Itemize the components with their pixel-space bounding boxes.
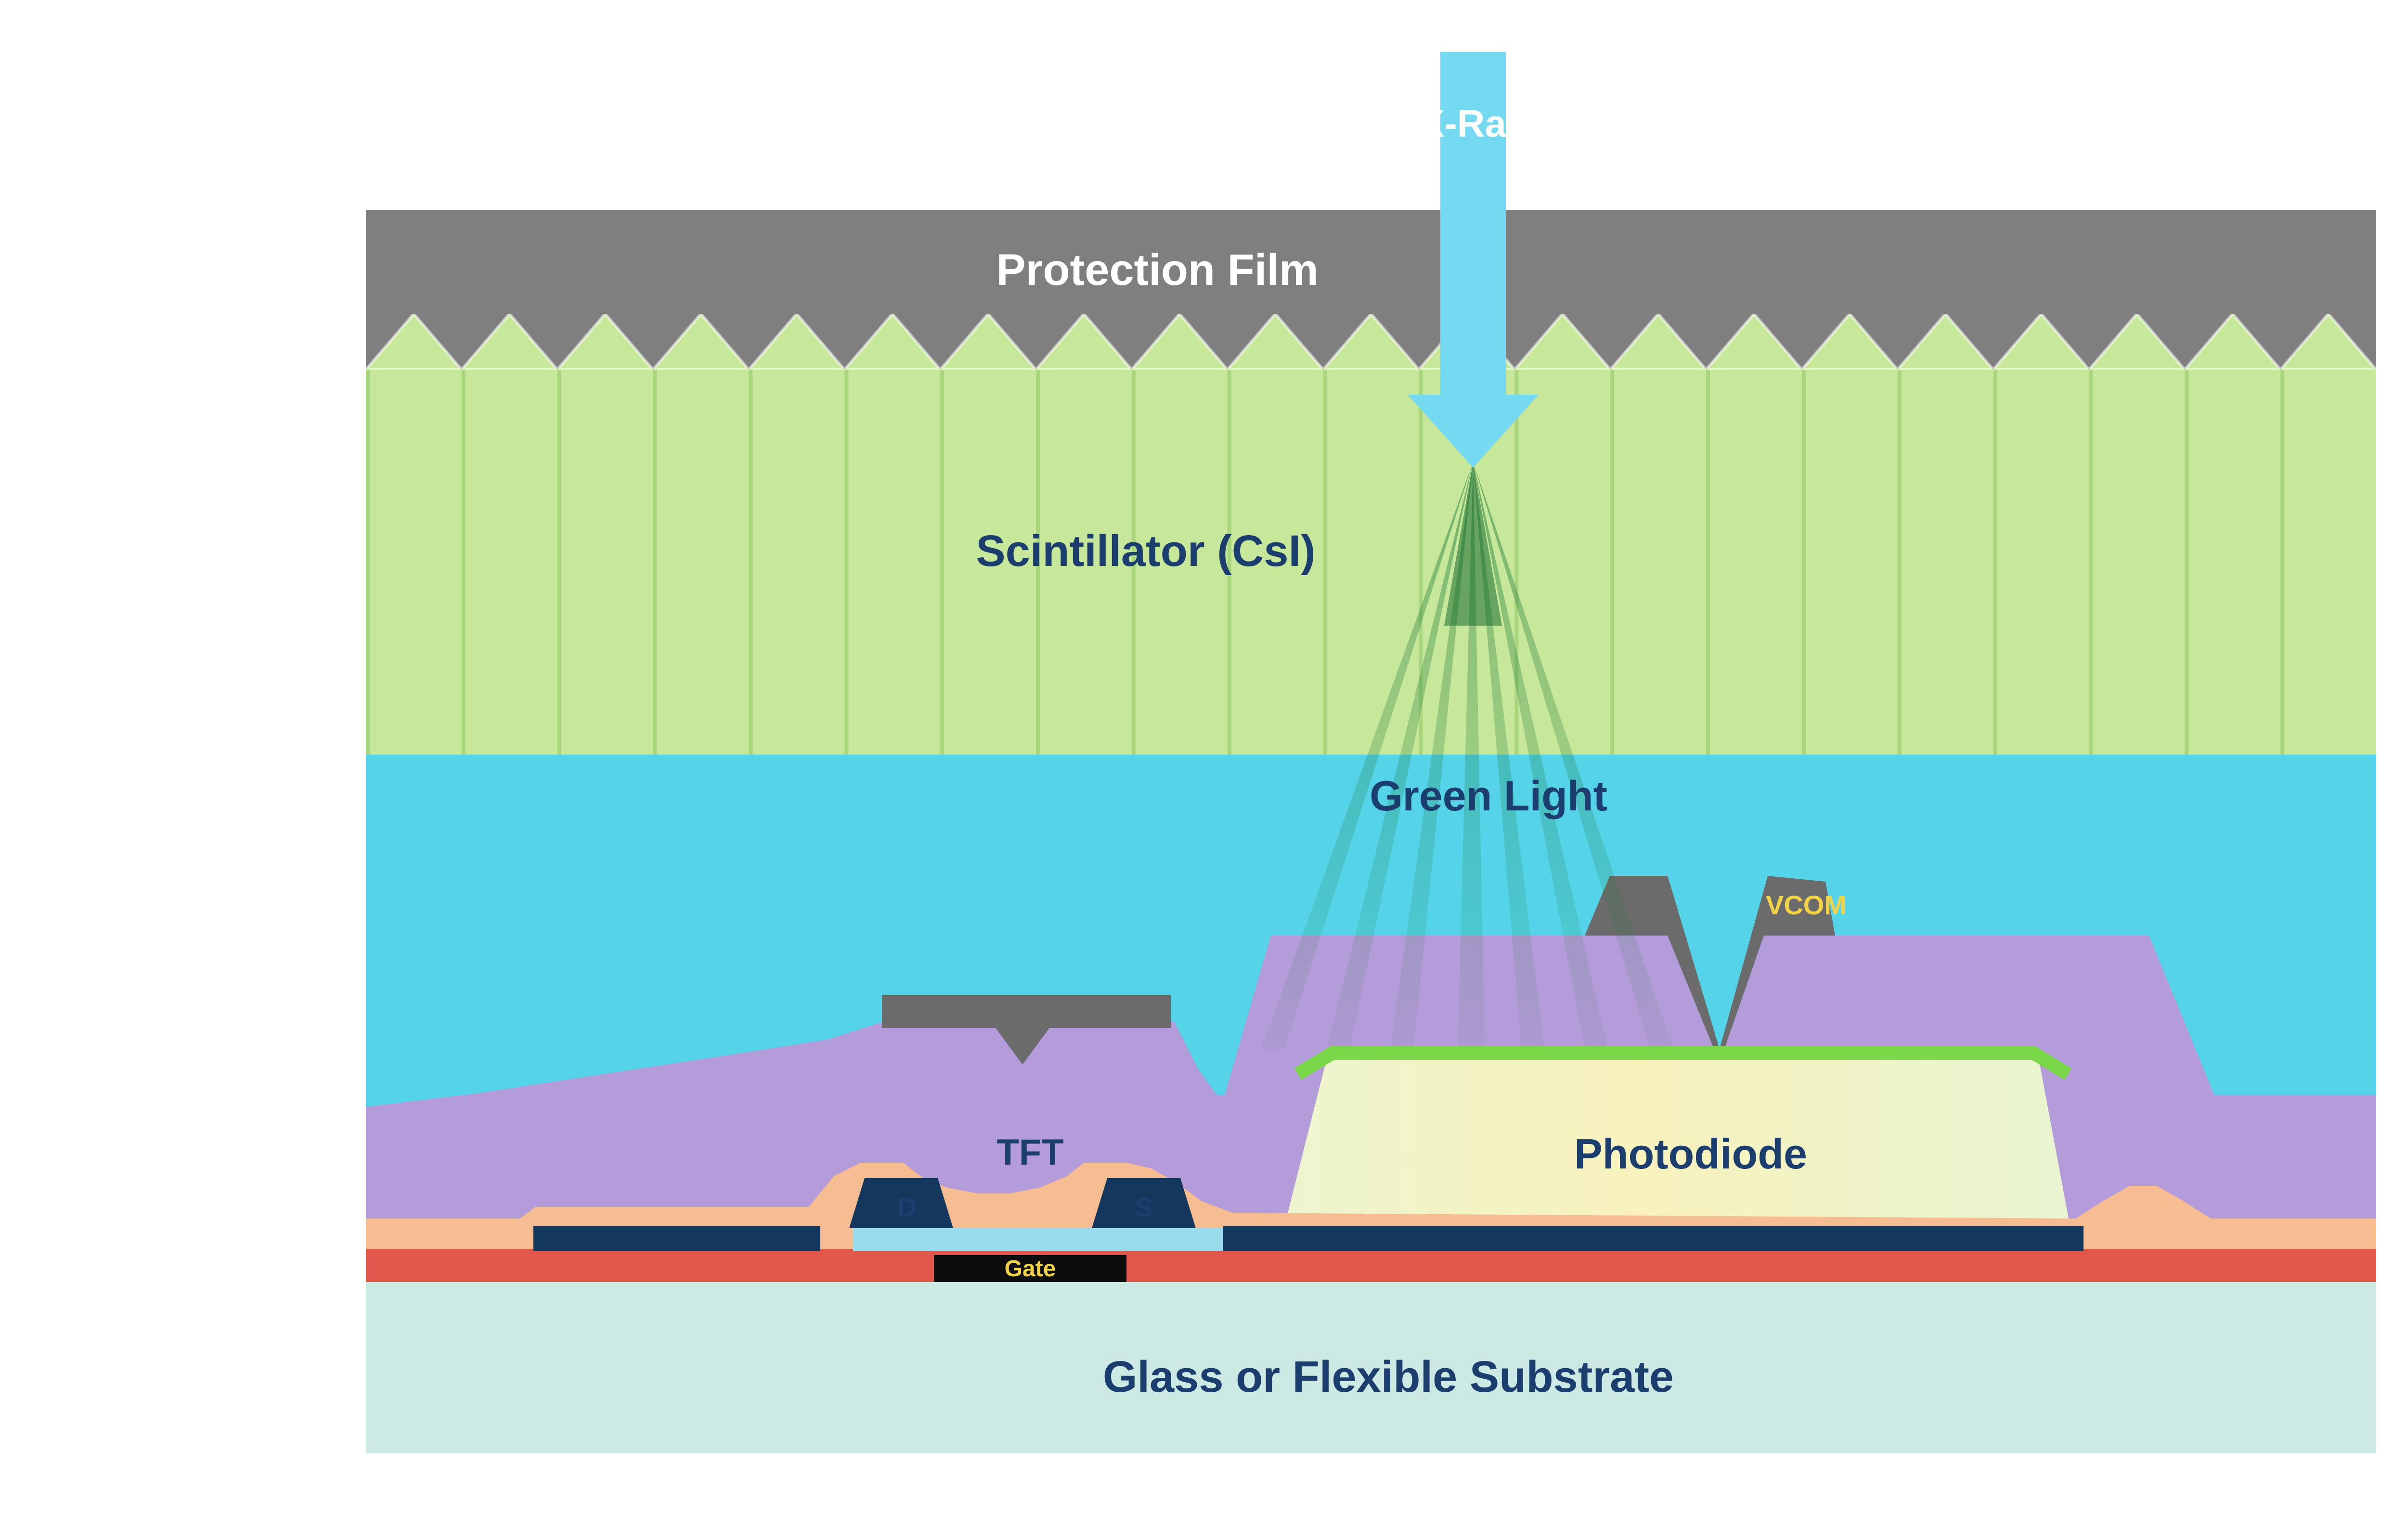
scintillator-label: Scintillator (CsI) bbox=[976, 526, 1315, 576]
protection-film-label: Protection Film bbox=[996, 245, 1319, 295]
gate-label: Gate bbox=[1005, 1256, 1056, 1282]
vcom-electrode bbox=[1585, 876, 1835, 1063]
photodiode-label: Photodiode bbox=[1574, 1130, 1807, 1178]
scintillator-column-lines bbox=[366, 370, 2376, 755]
scintillator-column-tips bbox=[366, 314, 2376, 370]
substrate-layer bbox=[366, 1282, 2376, 1453]
drain-label: D bbox=[897, 1192, 917, 1222]
tft-label: TFT bbox=[996, 1132, 1063, 1173]
vcom-label: VCOM bbox=[1766, 890, 1847, 920]
gate-line-layer bbox=[366, 1249, 2376, 1282]
metal-bar-right bbox=[1223, 1226, 2083, 1251]
green-light-label: Green Light bbox=[1370, 772, 1607, 820]
photodiode-top-contact bbox=[1294, 1046, 2072, 1080]
source-label: S bbox=[1135, 1192, 1152, 1222]
substrate-label: Glass or Flexible Substrate bbox=[1103, 1352, 1674, 1401]
xray-arrow bbox=[1408, 52, 1539, 468]
tft-channel bbox=[853, 1228, 1223, 1251]
gray-electrode-left bbox=[882, 995, 1171, 1065]
gate-electrode bbox=[934, 1255, 1126, 1282]
photodiode-body bbox=[1284, 1051, 2070, 1226]
metal-bar-left bbox=[533, 1226, 820, 1251]
metal-layer bbox=[533, 1178, 2083, 1251]
green-light-rays bbox=[1261, 462, 1673, 1049]
xray-label: X-Ray bbox=[1419, 102, 1528, 145]
drain-electrode bbox=[849, 1178, 953, 1228]
source-electrode bbox=[1092, 1178, 1196, 1228]
